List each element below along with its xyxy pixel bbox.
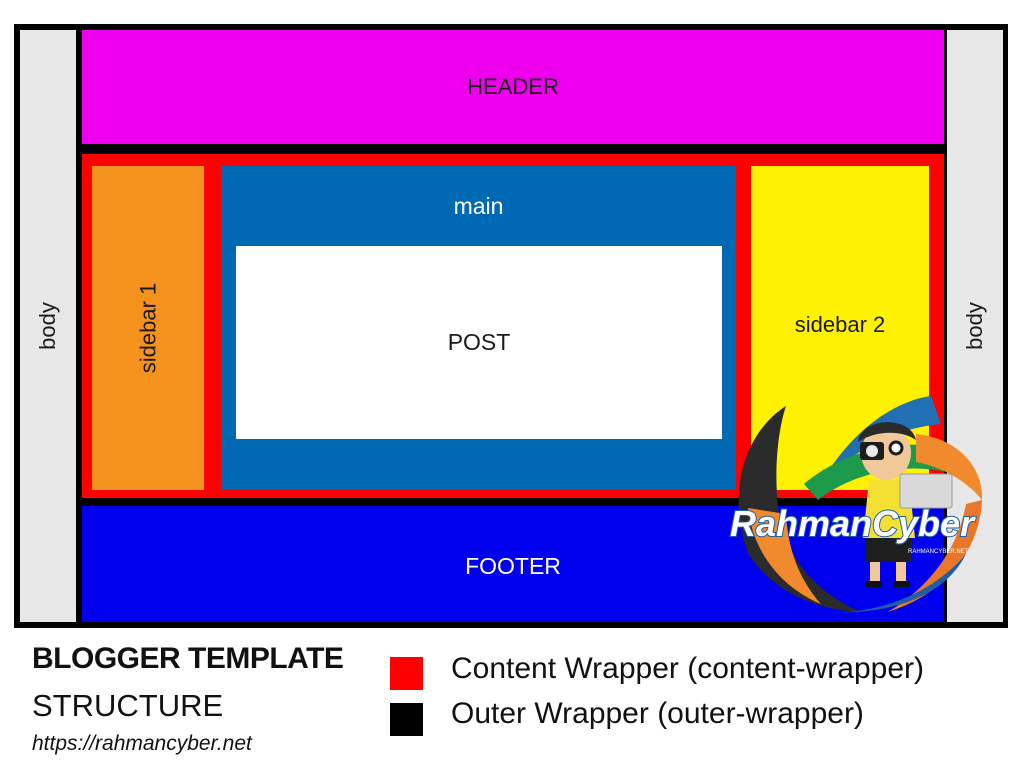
footer-block: FOOTER	[82, 506, 944, 622]
content-wrapper-swatch	[390, 657, 423, 690]
post-label: POST	[447, 329, 511, 355]
sidebar-1-block: sidebar 1	[92, 166, 204, 490]
body-left-label: body	[35, 302, 60, 350]
sidebar-2-label: sidebar 2	[794, 312, 886, 337]
rahmancyber-logo: RahmanCyber RAHMANCYBER.NET	[729, 396, 983, 613]
legend-title: BLOGGER TEMPLATE	[32, 642, 344, 675]
legend-url: https://rahmancyber.net	[32, 732, 252, 755]
main-label: main	[453, 192, 504, 219]
logo-wordmark: RahmanCyber	[730, 503, 976, 544]
outer-wrapper-swatch	[390, 703, 423, 736]
body-right-label: body	[962, 302, 987, 350]
post-block: POST	[236, 246, 722, 439]
footer-label: FOOTER	[465, 553, 561, 579]
sidebar-1-label: sidebar 1	[134, 282, 160, 374]
legend-subtitle: STRUCTURE	[32, 688, 224, 723]
header-block: HEADER	[82, 30, 944, 144]
header-label: HEADER	[467, 74, 559, 99]
legend-item-content-wrapper: Content Wrapper (content-wrapper)	[451, 652, 924, 685]
legend-item-outer-wrapper: Outer Wrapper (outer-wrapper)	[451, 697, 864, 730]
body-left-column: body	[20, 30, 76, 622]
cartoon-photographer-logo-icon: RahmanCyber RAHMANCYBER.NET	[729, 396, 983, 613]
logo-small-text: RAHMANCYBER.NET	[908, 549, 969, 555]
